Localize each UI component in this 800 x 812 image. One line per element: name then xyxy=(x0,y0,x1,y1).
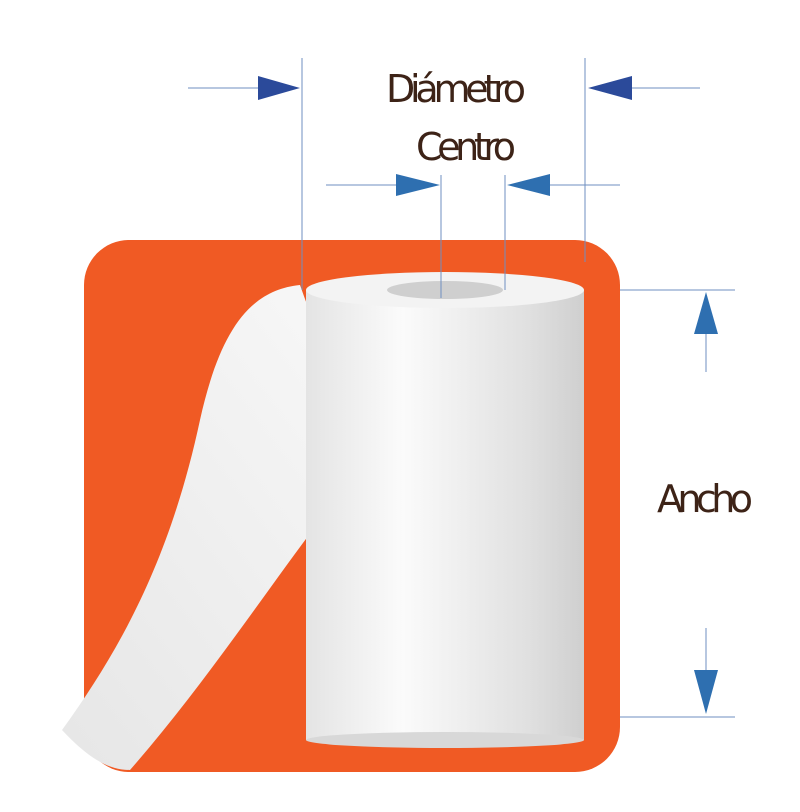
diameter-arrow-right-icon xyxy=(588,76,632,100)
core-arrow-right-icon xyxy=(507,174,550,196)
core-label: Centro xyxy=(416,125,516,169)
roll-core-hole xyxy=(387,281,503,299)
dimension-lines xyxy=(188,58,735,718)
roll-bottom xyxy=(306,732,584,748)
core-arrow-left-icon xyxy=(396,174,440,196)
diameter-arrow-left-icon xyxy=(258,76,300,100)
width-label: Ancho xyxy=(657,477,753,521)
diameter-label: Diámetro xyxy=(386,67,526,111)
width-arrow-down-icon xyxy=(694,670,718,714)
width-arrow-up-icon xyxy=(694,292,718,334)
roll-cylinder xyxy=(306,290,584,740)
